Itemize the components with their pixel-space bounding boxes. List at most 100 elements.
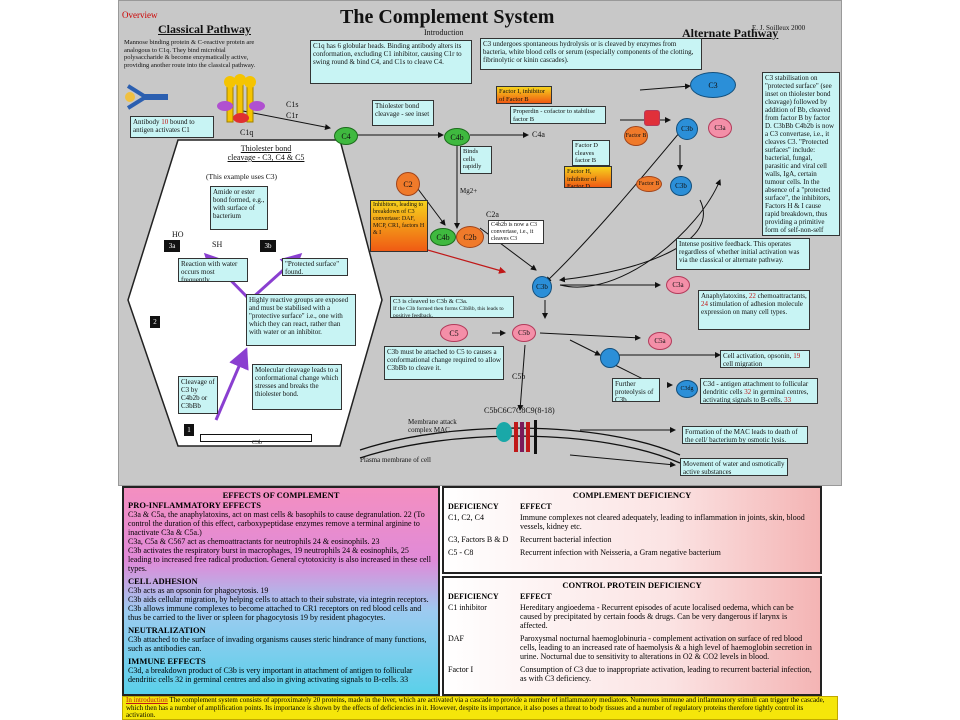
plasma-label: Plasma membrane of cell xyxy=(360,456,431,464)
adh-3: C3b allows immune complexes to become at… xyxy=(128,604,422,622)
c3b-attach-box: C3b must be attached to C5 to causes a c… xyxy=(384,346,504,380)
molecular-box: Molecular cleavage leads to a conformati… xyxy=(252,364,342,410)
c4b-molecule: C4b xyxy=(444,128,470,146)
inhibitors-box: Inhibitors, leading to breakdown of C3 c… xyxy=(370,200,428,252)
factor-b-top: Factor B xyxy=(624,126,648,146)
pro-1: C3a & C5a, the anaphylatoxins, act on ma… xyxy=(128,510,425,537)
author-label: E. J. Soilleux 2000 xyxy=(752,24,806,32)
def-row-effect: Immune complexes not cleared adequately,… xyxy=(520,513,805,531)
control-title: CONTROL PROTEIN DEFICIENCY xyxy=(562,580,702,590)
ctl-row-name: DAF xyxy=(448,634,465,643)
footer-text: The complement system consists of approx… xyxy=(126,696,825,719)
c1q-label: C1q xyxy=(240,128,254,137)
page-title: The Complement System xyxy=(340,6,555,28)
c3b-main: C3b xyxy=(532,276,552,298)
def-col1: DEFICIENCY xyxy=(448,502,499,511)
pro-3: C3b activates the respiratory burst in m… xyxy=(128,546,431,573)
further-box: Further proteolysis of C3b xyxy=(612,378,660,402)
c5a-molecule: C5a xyxy=(648,332,672,350)
c4a-label: C4a xyxy=(532,130,545,139)
cleavage-box: Cleavage of C3 by C4b2b or C3bBb xyxy=(178,376,218,414)
overview-link[interactable]: Overview xyxy=(122,10,158,20)
binds-box: Binds cells rapidly xyxy=(460,146,492,174)
neutralization-heading: NEUTRALIZATION xyxy=(128,625,206,635)
c1q-box: C1q has 6 globular heads. Binding antibo… xyxy=(310,40,472,84)
cell-activation-box: Cell activation, opsonin, 19 cell migrat… xyxy=(720,350,810,368)
c1r-label: C1r xyxy=(286,111,298,120)
c3b-alt-molecule: C3b xyxy=(676,118,698,140)
reactive-box: Highly reactive groups are exposed and m… xyxy=(246,294,356,346)
def-row-effect: Recurrent bacterial infection xyxy=(520,535,612,544)
control-panel: CONTROL PROTEIN DEFICIENCY DEFICIENCY EFF… xyxy=(442,576,822,696)
c5-cleaving: C5b xyxy=(512,324,536,342)
sh-label: SH xyxy=(212,240,223,249)
ctl-col2: EFFECT xyxy=(520,592,552,601)
mac-components: C5bC6C7C8C9(8-18) xyxy=(484,406,555,415)
step-3b-badge: 3b xyxy=(260,240,276,252)
ctl-row-name: C1 inhibitor xyxy=(448,603,487,612)
mac-label: Membrane attack complex MAC xyxy=(408,418,457,434)
c1-complex-icon xyxy=(205,74,273,134)
adh-1: C3b acts as an opsonin for phagocytosis.… xyxy=(128,586,269,595)
step-2-badge: 2 xyxy=(150,316,160,328)
step-3a-badge: 3a xyxy=(164,240,180,252)
c3-hydrolysis-box: C3 undergoes spontaneous hydrolysis or i… xyxy=(480,38,702,70)
water-reaction-box: Reaction with water occurs most frequent… xyxy=(178,258,248,282)
def-row-effect: Recurrent infection with Neisseria, a Gr… xyxy=(520,548,721,557)
footer-lead[interactable]: In introduction xyxy=(126,696,168,704)
anaphylatoxin-box: Anaphylatoxins, 22 chemoattractants, 24 … xyxy=(698,290,810,330)
mac-formation-box: Formation of the MAC leads to death of t… xyxy=(682,426,808,444)
intro-footer: In introduction The complement system co… xyxy=(122,696,838,720)
immune-heading: IMMUNE EFFECTS xyxy=(128,656,206,666)
ctl-row-effect: Consumption of C3 due to inappropriate a… xyxy=(520,665,812,683)
ho-label: HO xyxy=(172,230,184,239)
effects-title: EFFECTS OF COMPLEMENT xyxy=(222,490,340,500)
pro-heading: PRO-INFLAMMATORY EFFECTS xyxy=(128,500,261,510)
factor-b-mid: Factor B xyxy=(636,176,662,192)
mbp-box: Mannose binding protein & C-reactive pro… xyxy=(124,39,256,69)
c3-cleaved-box: C3 is cleaved to C3b & C3a.If the C3b fo… xyxy=(390,296,514,318)
c3dg-molecule: C3dg xyxy=(676,380,698,398)
c3-alt-molecule: C3 xyxy=(690,72,736,98)
def-row-name: C1, C2, C4 xyxy=(448,513,485,522)
ctl-col1: DEFICIENCY xyxy=(448,592,499,601)
ctl-row-effect: Paroxysmal nocturnal haemoglobinuria - c… xyxy=(520,634,812,661)
adh-2: C3b aids cellular migration, by helping … xyxy=(128,595,429,604)
antibody-box: Antibody 10 bound to antigen activates C… xyxy=(130,116,214,138)
ctl-row-name: Factor I xyxy=(448,665,474,674)
intro-label: Introduction xyxy=(424,28,464,37)
c3b-bar-label: C3b xyxy=(252,440,263,446)
c5b-label: C5b xyxy=(512,372,526,381)
intense-feedback-box: Intense positive feedback. This operates… xyxy=(676,238,810,270)
def-col2: EFFECT xyxy=(520,502,552,511)
def-row-name: C3, Factors B & D xyxy=(448,535,509,544)
properdin-box: Properdin - cofactor to stabilise factor… xyxy=(510,106,606,124)
factor-h-box: Factor H, inhibitor of Factor D xyxy=(564,166,612,188)
c4-molecule: C4 xyxy=(334,127,358,145)
c3b-opsonin xyxy=(600,348,620,368)
inset-title: Thiolester bond cleavage - C3, C4 & C5 xyxy=(227,144,305,162)
mac-icon xyxy=(490,416,550,456)
step-1-badge: 1 xyxy=(184,424,194,436)
c2-molecule: C2 xyxy=(396,172,420,196)
mg-label: Mg2+ xyxy=(460,187,478,195)
c5-molecule: C5 xyxy=(440,324,468,342)
factor-d-box: Factor D cleaves factor B xyxy=(572,140,610,166)
factor-i-box: Factor I, inhibitor of Factor B xyxy=(496,86,552,104)
c2a-label: C2a xyxy=(486,210,499,219)
alternate-title: Alternate Pathway xyxy=(682,26,779,40)
c3a-main: C3a xyxy=(666,276,690,294)
inset-subtitle: (This example uses C3) xyxy=(206,172,278,181)
classical-title: Classical Pathway xyxy=(158,22,251,36)
neu-1: C3b attached to the surface of invading … xyxy=(128,635,427,653)
c3b-feedback: C3b xyxy=(670,176,692,196)
thiolester-box: Thiolester bond cleavage - see inset xyxy=(372,100,434,126)
c1s-label: C1s xyxy=(286,100,299,109)
adhesion-heading: CELL ADHESION xyxy=(128,576,198,586)
c3b-bar xyxy=(200,434,312,442)
effects-panel: EFFECTS OF COMPLEMENT PRO-INFLAMMATORY E… xyxy=(122,486,440,696)
c4b2b-box: C4b2b is now a C3 convertase, i.e., it c… xyxy=(488,220,544,244)
c4b2-molecule: C4b xyxy=(430,228,456,246)
amide-box: Amide or ester bond formed, e.g., with s… xyxy=(210,186,268,230)
